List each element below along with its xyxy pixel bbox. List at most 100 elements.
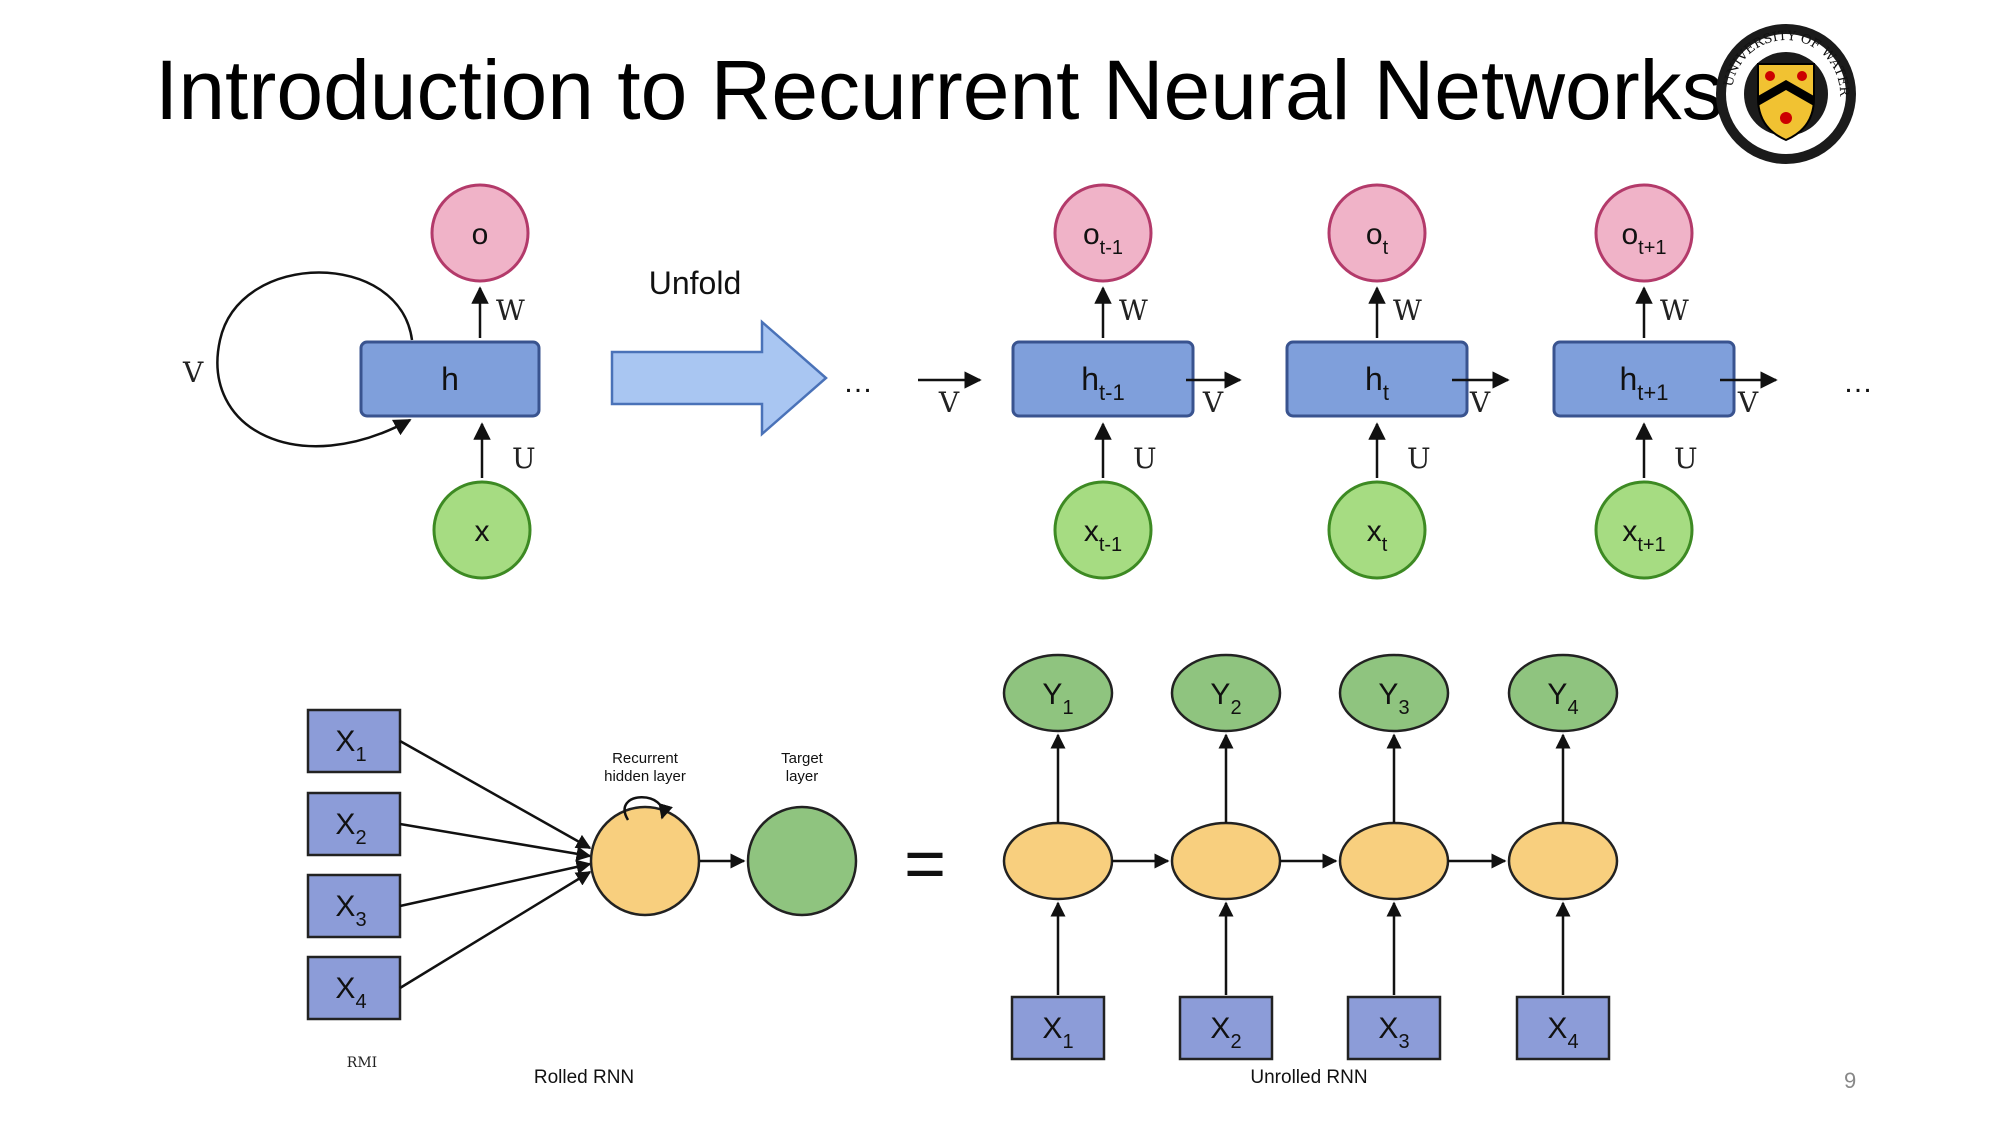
u-label: U bbox=[1133, 442, 1157, 475]
self-loop-arrow bbox=[623, 796, 673, 821]
rolled-input-label: X3 bbox=[335, 890, 366, 931]
page-title: Introduction to Recurrent Neural Network… bbox=[155, 43, 1724, 137]
hidden-node bbox=[1170, 821, 1282, 901]
input-node bbox=[1594, 480, 1694, 580]
output-node-label: ot bbox=[1366, 218, 1389, 259]
rolled-input-square: X2 bbox=[306, 791, 592, 862]
svg-text:UNIVERSITY OF WATERLOO: UNIVERSITY OF WATERLOO bbox=[0, 0, 1851, 98]
equals-sign: = bbox=[904, 824, 946, 904]
hidden-node bbox=[1002, 821, 1114, 901]
input-node-label: xt+1 bbox=[1622, 515, 1665, 556]
page-number: 9 bbox=[1844, 1068, 1857, 1093]
unrolled-step: ot-1 ht-1 xt-1 W U bbox=[1011, 183, 1195, 580]
unfold-label: Unfold bbox=[649, 265, 742, 301]
input-node-label: xt-1 bbox=[1084, 515, 1122, 556]
output-node bbox=[1053, 183, 1153, 283]
v-label: V bbox=[938, 386, 960, 419]
input-node-label: xt bbox=[1367, 515, 1388, 556]
unrolled-output-label: Y3 bbox=[1378, 678, 1409, 719]
v-label: V bbox=[182, 356, 204, 389]
v-label: V bbox=[1202, 386, 1224, 419]
input-node bbox=[1053, 480, 1153, 580]
rolled-caption: Rolled RNN bbox=[534, 1067, 634, 1088]
rolled-input-label: X2 bbox=[335, 808, 366, 849]
target-label-1: Target bbox=[781, 750, 824, 767]
hidden-node bbox=[1507, 821, 1619, 901]
output-node-label: o bbox=[472, 218, 489, 251]
hidden-box bbox=[359, 340, 541, 418]
recurrent-label-1: Recurrent bbox=[612, 750, 679, 767]
v-connection: V bbox=[918, 371, 982, 419]
unrolled-input-label: X4 bbox=[1547, 1012, 1578, 1053]
rolled-input-square: X1 bbox=[306, 708, 592, 850]
input-square bbox=[1515, 995, 1611, 1061]
top-unrolled-rnn: … … ot-1ht-1xt-1WUothtxtWUot+1ht+1xt+1WU… bbox=[843, 183, 1873, 580]
unrolled-output-label: Y1 bbox=[1042, 678, 1073, 719]
w-label: W bbox=[1119, 294, 1148, 327]
w-label: W bbox=[496, 294, 525, 327]
top-rolled-rnn: o h x W U V bbox=[182, 183, 541, 580]
input-square bbox=[1346, 995, 1442, 1061]
rolled-input-square: X4 bbox=[306, 870, 592, 1021]
v-label: V bbox=[1469, 386, 1491, 419]
unrolled-step: ot+1 ht+1 xt+1 W U bbox=[1552, 183, 1736, 580]
credit-label: RMI bbox=[347, 1055, 377, 1071]
hidden-box-label: ht-1 bbox=[1081, 361, 1124, 405]
ellipsis-left: … bbox=[843, 366, 873, 399]
v-label: V bbox=[1737, 386, 1759, 419]
input-arrow bbox=[399, 870, 592, 990]
output-node bbox=[1507, 653, 1619, 733]
hidden-box-label: ht bbox=[1365, 361, 1389, 405]
recurrent-hidden-node bbox=[589, 805, 701, 917]
input-node bbox=[1327, 480, 1427, 580]
output-node bbox=[430, 183, 530, 283]
input-square bbox=[1178, 995, 1274, 1061]
input-arrow bbox=[399, 822, 592, 862]
output-node bbox=[1594, 183, 1694, 283]
output-node bbox=[1327, 183, 1427, 283]
output-node bbox=[1338, 653, 1450, 733]
unfold-arrow: Unfold bbox=[610, 265, 828, 437]
w-label: W bbox=[1660, 294, 1689, 327]
unrolled-caption: Unrolled RNN bbox=[1250, 1067, 1367, 1088]
university-seal-logo: UNIVERSITY OF WATERLOO bbox=[0, 0, 1856, 164]
output-node-label: ot-1 bbox=[1083, 218, 1123, 259]
output-node-label: ot+1 bbox=[1621, 218, 1666, 259]
rolled-input-label: X4 bbox=[335, 972, 366, 1013]
output-node bbox=[1170, 653, 1282, 733]
hidden-box-label: h bbox=[441, 361, 459, 397]
w-label: W bbox=[1393, 294, 1422, 327]
input-node bbox=[432, 480, 532, 580]
target-label-2: layer bbox=[786, 768, 819, 785]
hidden-box-label: ht+1 bbox=[1620, 361, 1669, 405]
target-node bbox=[746, 805, 858, 917]
seal-text: UNIVERSITY OF WATERLOO bbox=[0, 0, 1851, 98]
unrolled-output-label: Y2 bbox=[1210, 678, 1241, 719]
unrolled-input-label: X3 bbox=[1378, 1012, 1409, 1053]
unrolled-input-label: X1 bbox=[1042, 1012, 1073, 1053]
hidden-node bbox=[1338, 821, 1450, 901]
unrolled-output-label: Y4 bbox=[1547, 678, 1578, 719]
ellipsis-right: … bbox=[1843, 366, 1873, 399]
output-node bbox=[1002, 653, 1114, 733]
recurrent-loop-arrow bbox=[216, 271, 414, 448]
u-label: U bbox=[1674, 442, 1698, 475]
rolled-input-square: X3 bbox=[306, 859, 592, 939]
unrolled-input-label: X2 bbox=[1210, 1012, 1241, 1053]
input-arrow bbox=[399, 859, 592, 908]
input-node-label: x bbox=[475, 515, 490, 548]
v-connection: V bbox=[1186, 371, 1242, 419]
input-arrow bbox=[399, 739, 592, 850]
recurrent-label-2: hidden layer bbox=[604, 768, 686, 785]
rolled-input-label: X1 bbox=[335, 725, 366, 766]
input-square bbox=[1010, 995, 1106, 1061]
v-connection: V bbox=[1720, 371, 1778, 419]
